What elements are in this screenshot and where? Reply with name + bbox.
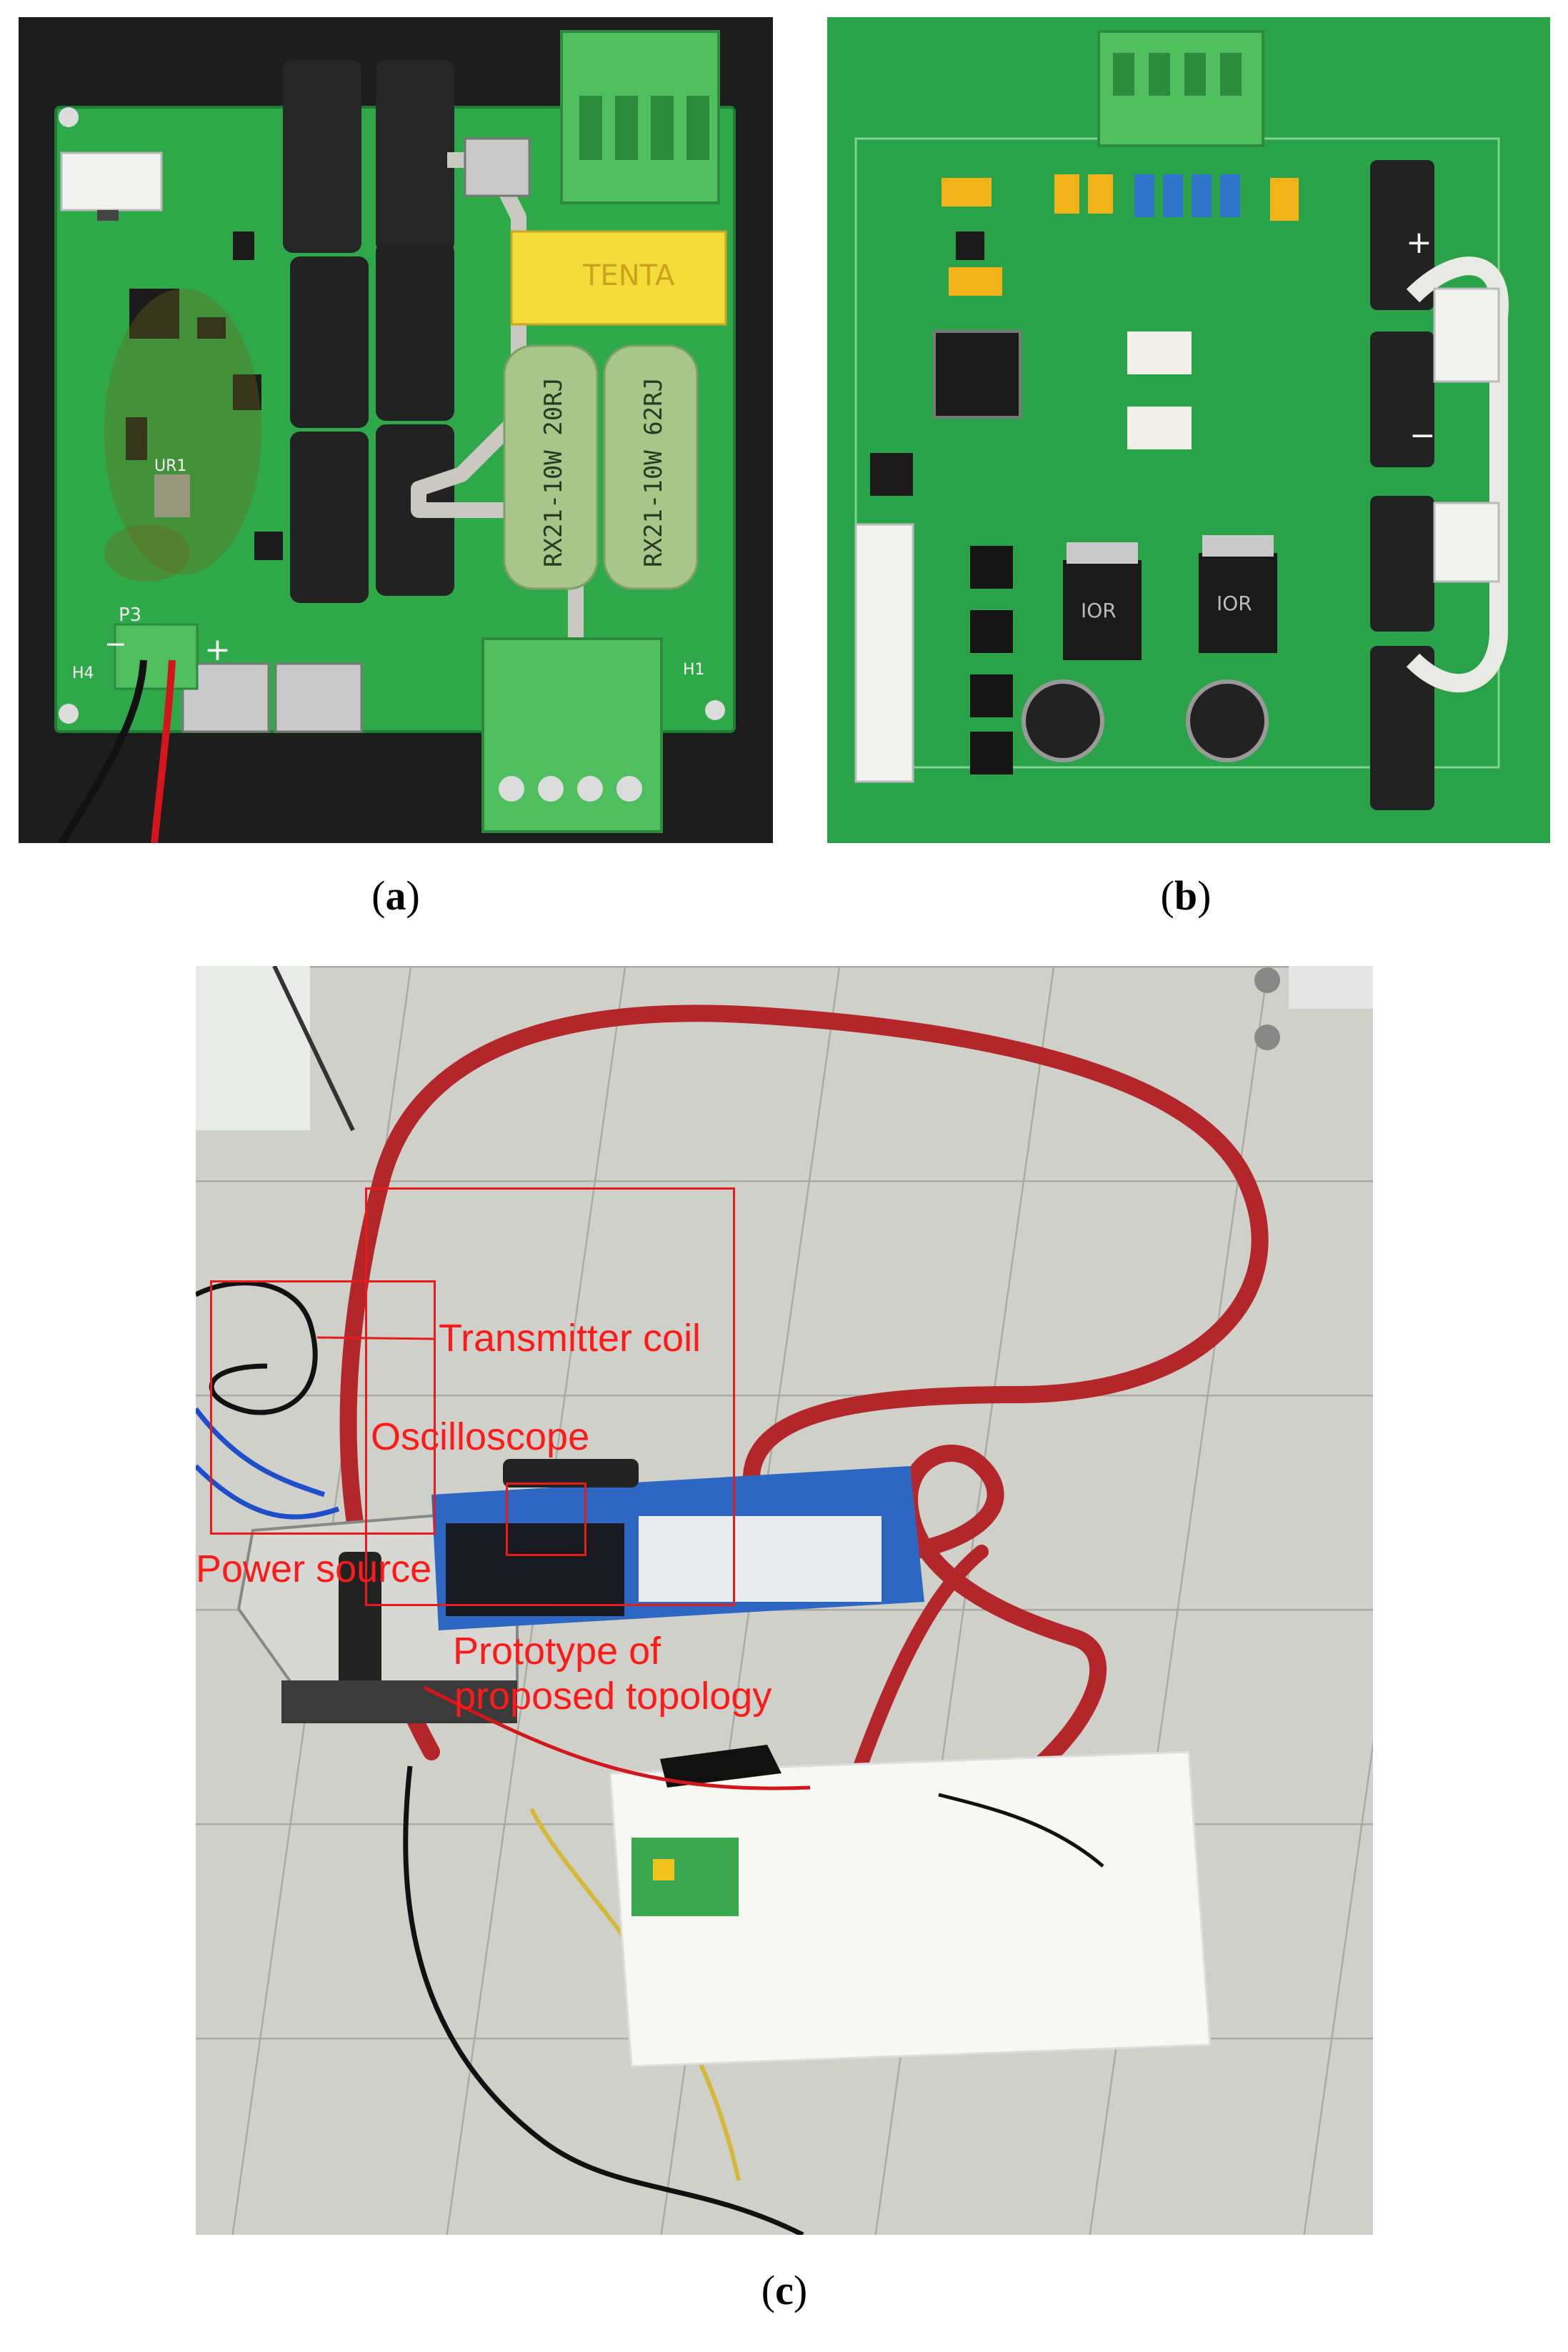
annotation-power-source: Power source [196, 1548, 432, 1590]
label-ur1: UR1 [154, 457, 186, 475]
photo-panel-c: Transmitter coil Oscilloscope Power sour… [196, 966, 1373, 2235]
label-minus-a: − [104, 628, 127, 659]
label-h4: H4 [72, 664, 94, 682]
capacitor-marking: TENTA [582, 259, 675, 292]
pcb-board-b: IOR IOR + − [827, 17, 1550, 843]
ir-marking-1: IOR [1081, 599, 1117, 622]
annotation-prototype-line2: proposed topology [454, 1675, 772, 1718]
lab-setup-scene [196, 966, 1373, 2235]
prototype-box [506, 1483, 586, 1556]
resistor-marking-1: RX21-10W 20RJ [539, 377, 568, 567]
resistor-marking-2: RX21-10W 62RJ [639, 377, 668, 567]
power-source-box [210, 1280, 436, 1535]
label-minus-b: − [1409, 417, 1436, 454]
pcb-board-a: TENTA RX21-10W 20RJ RX21-10W 62RJ P3 [54, 30, 736, 843]
photo-panel-b: IOR IOR + − [827, 17, 1550, 843]
caption-c: (c) [761, 2267, 808, 2313]
label-plus-a: + [204, 632, 231, 668]
annotation-transmitter-coil: Transmitter coil [439, 1317, 701, 1360]
annotation-oscilloscope: Oscilloscope [371, 1415, 590, 1458]
label-p3: P3 [119, 604, 141, 626]
caption-a: (a) [371, 872, 420, 919]
label-plus-b: + [1406, 224, 1432, 261]
annotation-prototype-line1: Prototype of [453, 1630, 661, 1673]
oscilloscope-box [365, 1187, 735, 1606]
photo-panel-a: TENTA RX21-10W 20RJ RX21-10W 62RJ P3 [19, 17, 773, 843]
ir-marking-2: IOR [1217, 592, 1252, 615]
label-h1: H1 [683, 661, 705, 679]
caption-b: (b) [1160, 872, 1212, 919]
